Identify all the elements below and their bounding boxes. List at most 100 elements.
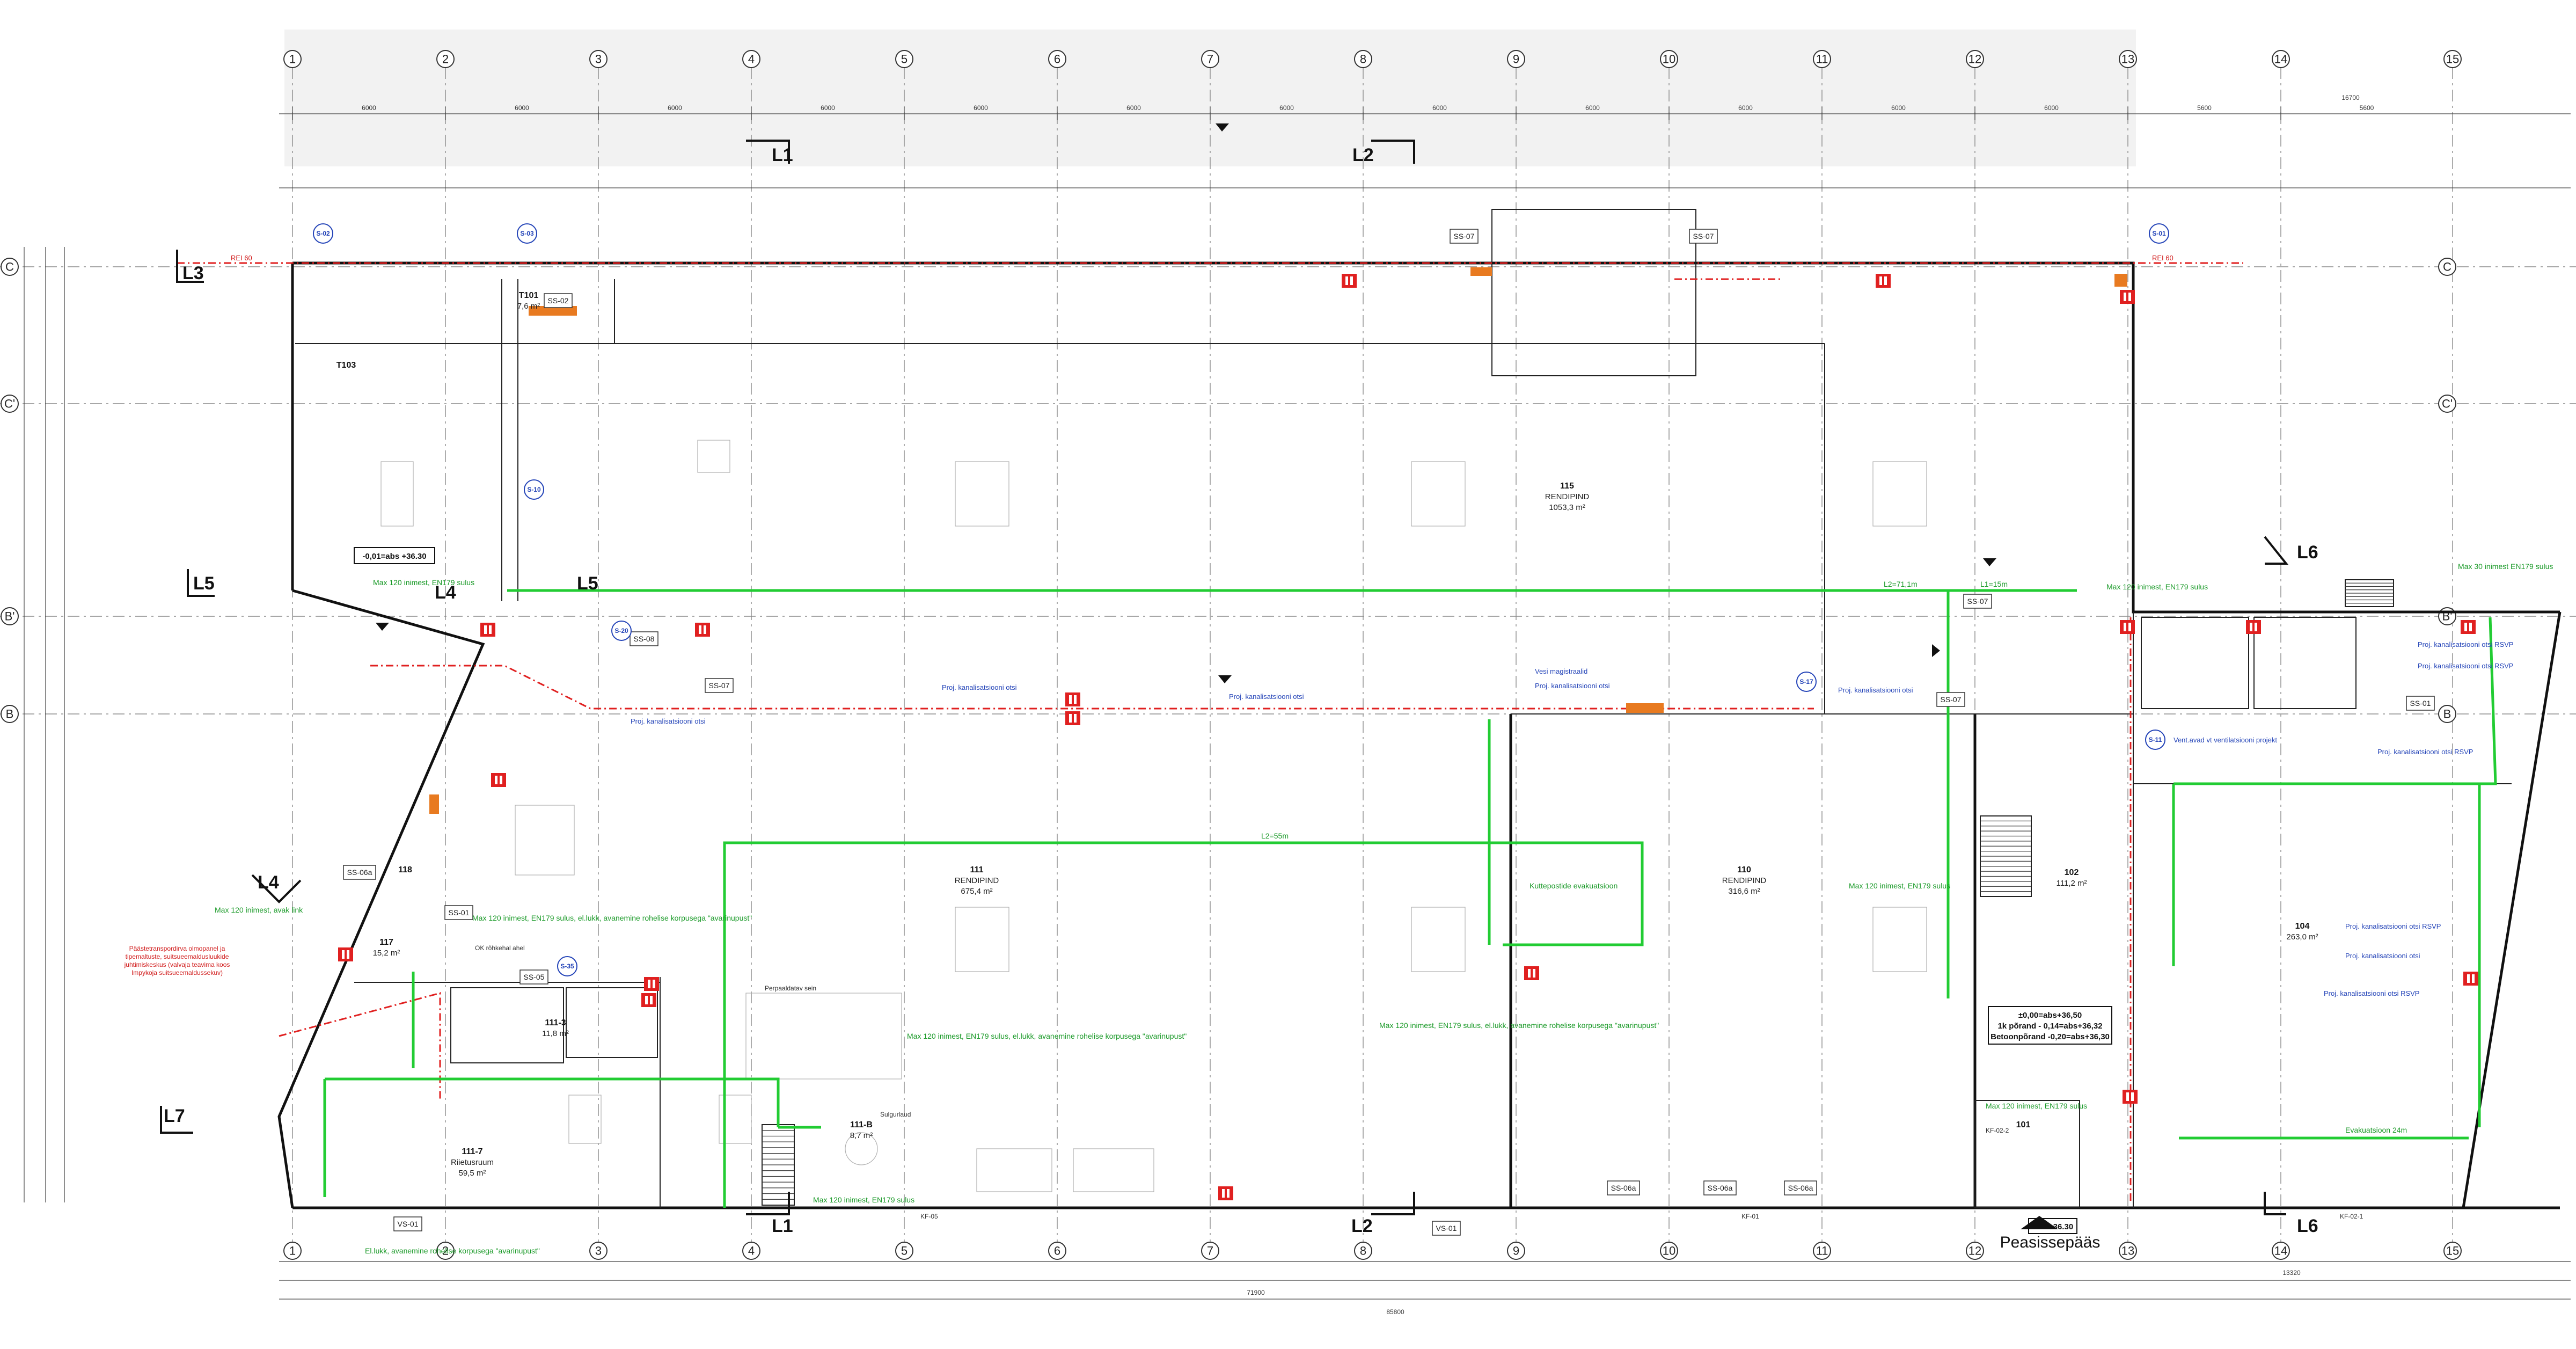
grid-bubble-row-B-0: B <box>1 705 19 723</box>
grid-label: 11 <box>1816 53 1828 66</box>
room-number: 102 <box>2065 868 2079 877</box>
svg-text:1k põrand - 0,14=abs+36,32: 1k põrand - 0,14=abs+36,32 <box>1997 1022 2102 1031</box>
svg-text:SS-07: SS-07 <box>1941 695 1962 704</box>
entrance-label: Peasissepääs <box>2000 1234 2101 1251</box>
grid-label: 4 <box>748 1244 755 1258</box>
evac-note-avak: Max 120 inimest, avak link <box>215 906 303 914</box>
svg-text:SS-01: SS-01 <box>449 908 470 917</box>
svg-text:L5: L5 <box>577 573 598 594</box>
room-number: 101 <box>2016 1120 2031 1129</box>
grid-label: 6 <box>1054 53 1060 66</box>
room-label-111-3: 111-311,8 m² <box>542 1018 569 1038</box>
tag-ss05: SS-05 <box>519 969 548 985</box>
kanal-rsvp-5: Proj. kanalisatsiooni otsi RSVP <box>2324 989 2419 997</box>
grid-label: B <box>2443 708 2451 721</box>
top-dim-label: 6000 <box>1279 104 1294 112</box>
fire-extinguisher-icon <box>1876 274 1891 288</box>
room-name: Riietusruum <box>451 1158 494 1167</box>
s-marker-s-03: S-03 <box>517 223 537 244</box>
staircase <box>1980 815 2032 897</box>
room-area: 111,2 m² <box>2057 879 2087 888</box>
direction-marks <box>376 123 1996 683</box>
grid-label: 5 <box>901 1244 908 1258</box>
top-dim-label: 6000 <box>1585 104 1600 112</box>
evac-dist-24: Evakuatsioon 24m <box>2345 1126 2407 1134</box>
grid-bubble-col-12-1: 12 <box>1966 1242 1984 1260</box>
grid-label: 8 <box>1360 1244 1366 1258</box>
grid-bubble-col-3-1: 3 <box>589 1242 608 1260</box>
fire-compartment-lines <box>177 262 2243 1202</box>
evac-note-far-right: Max 30 inimest EN179 sulus <box>2458 562 2553 571</box>
top-total-dim: 16700 <box>2341 94 2360 101</box>
fire-extinguisher-icon <box>695 623 710 637</box>
svg-text:L4: L4 <box>258 872 279 893</box>
grid-label: 7 <box>1207 53 1213 66</box>
grid-bubble-row-B'-0: B' <box>1 607 19 625</box>
grid-label: C <box>5 260 14 274</box>
svg-text:-0,01=abs +36.30: -0,01=abs +36.30 <box>362 552 426 561</box>
fire-extinguisher-icon <box>338 947 353 961</box>
room-label-101: 101 <box>2016 1120 2031 1129</box>
grid-layer: 1122334455667788991010111112121313141415… <box>0 50 2576 1260</box>
ok-ahel-label: OK rõhkehal ahel <box>475 944 525 952</box>
grid-bubble-row-C'-0: C' <box>1 395 19 413</box>
svg-text:L3: L3 <box>182 263 204 283</box>
grid-label: 12 <box>1968 53 1981 66</box>
s-marker-s-35: S-35 <box>557 956 577 976</box>
top-dim-label: 6000 <box>2044 104 2059 112</box>
svg-text:SS-07: SS-07 <box>1693 232 1714 240</box>
evac-dist-l2-55: L2=55m <box>1261 832 1289 840</box>
tag-kf0201: KF-02-1 <box>2340 1213 2363 1220</box>
grid-label: 7 <box>1207 1244 1213 1258</box>
room-number: T103 <box>336 361 356 370</box>
top-dim-label: 6000 <box>974 104 988 112</box>
room-number: 118 <box>398 865 412 874</box>
kanal-note-2: Proj. kanalisatsiooni otsi <box>942 683 1017 691</box>
tag-vs01-mid: VS-01 <box>1432 1221 1461 1236</box>
room-number: 111-B <box>850 1120 873 1129</box>
fire-signs <box>338 274 2478 1200</box>
room-area: 8,7 m² <box>850 1131 873 1140</box>
svg-text:SS-02: SS-02 <box>548 296 569 305</box>
grid-label: B' <box>5 610 15 623</box>
svg-text:SS-06a: SS-06a <box>1708 1184 1733 1192</box>
fire-extinguisher-icon <box>1065 692 1080 706</box>
tag-ss06a-b2: SS-06a <box>1703 1180 1737 1195</box>
grid-bubble-row-B'-1: B' <box>2438 607 2456 625</box>
evac-note-101: Max 120 inimest, EN179 sulus <box>1986 1102 2087 1110</box>
grid-label: 3 <box>595 1244 602 1258</box>
grid-label: 13 <box>2121 53 2134 66</box>
grid-label: 15 <box>2446 1244 2459 1258</box>
fire-notes: REI 60 REI 60 Päästetranspordirva olmopa… <box>125 254 2174 976</box>
tuletorje-note: Päästetranspordirva olmopanel ja tipemal… <box>125 945 230 976</box>
grid-label: 9 <box>1513 53 1519 66</box>
evac-note-bottom: Max 120 inimest, EN179 sulus <box>813 1195 914 1204</box>
grid-bubble-col-13-0: 13 <box>2119 50 2137 68</box>
top-dim-label: 6000 <box>821 104 835 112</box>
fire-extinguisher-icon <box>2120 620 2135 634</box>
fire-extinguisher-icon <box>2120 290 2135 304</box>
fire-extinguisher-icon <box>1342 274 1357 288</box>
tag-ss06a-b1: SS-06a <box>1607 1180 1640 1195</box>
svg-text:SS-06a: SS-06a <box>1611 1184 1636 1192</box>
evac-note-mid-right: Max 120 inimest, EN179 sulus <box>1849 881 1950 890</box>
svg-text:SS-07: SS-07 <box>1967 597 1988 606</box>
evac-note-right: Max 120 inimest, EN179 sulus <box>2106 582 2208 591</box>
grid-label: 3 <box>595 53 602 66</box>
s-marker-s-10: S-10 <box>524 479 544 500</box>
svg-text:L4: L4 <box>435 582 456 603</box>
tag-ss06a-b3: SS-06a <box>1784 1180 1817 1195</box>
kanal-note-5: Proj. kanalisatsiooni otsi <box>1838 686 1913 694</box>
grid-bubble-row-C-0: C <box>1 258 19 276</box>
svg-text:L2: L2 <box>1352 145 1374 165</box>
s-marker-label: S-11 <box>2149 736 2162 743</box>
kanal-rsvp-1: Proj. kanalisatsiooni otsi RSVP <box>2418 640 2513 648</box>
svg-text:SS-06a: SS-06a <box>1788 1184 1813 1192</box>
perpaaldatav-label: Perpaaldatav sein <box>765 985 816 992</box>
s-marker-label: S-01 <box>2152 230 2166 237</box>
tag-ss07-mid: SS-07 <box>705 678 734 693</box>
